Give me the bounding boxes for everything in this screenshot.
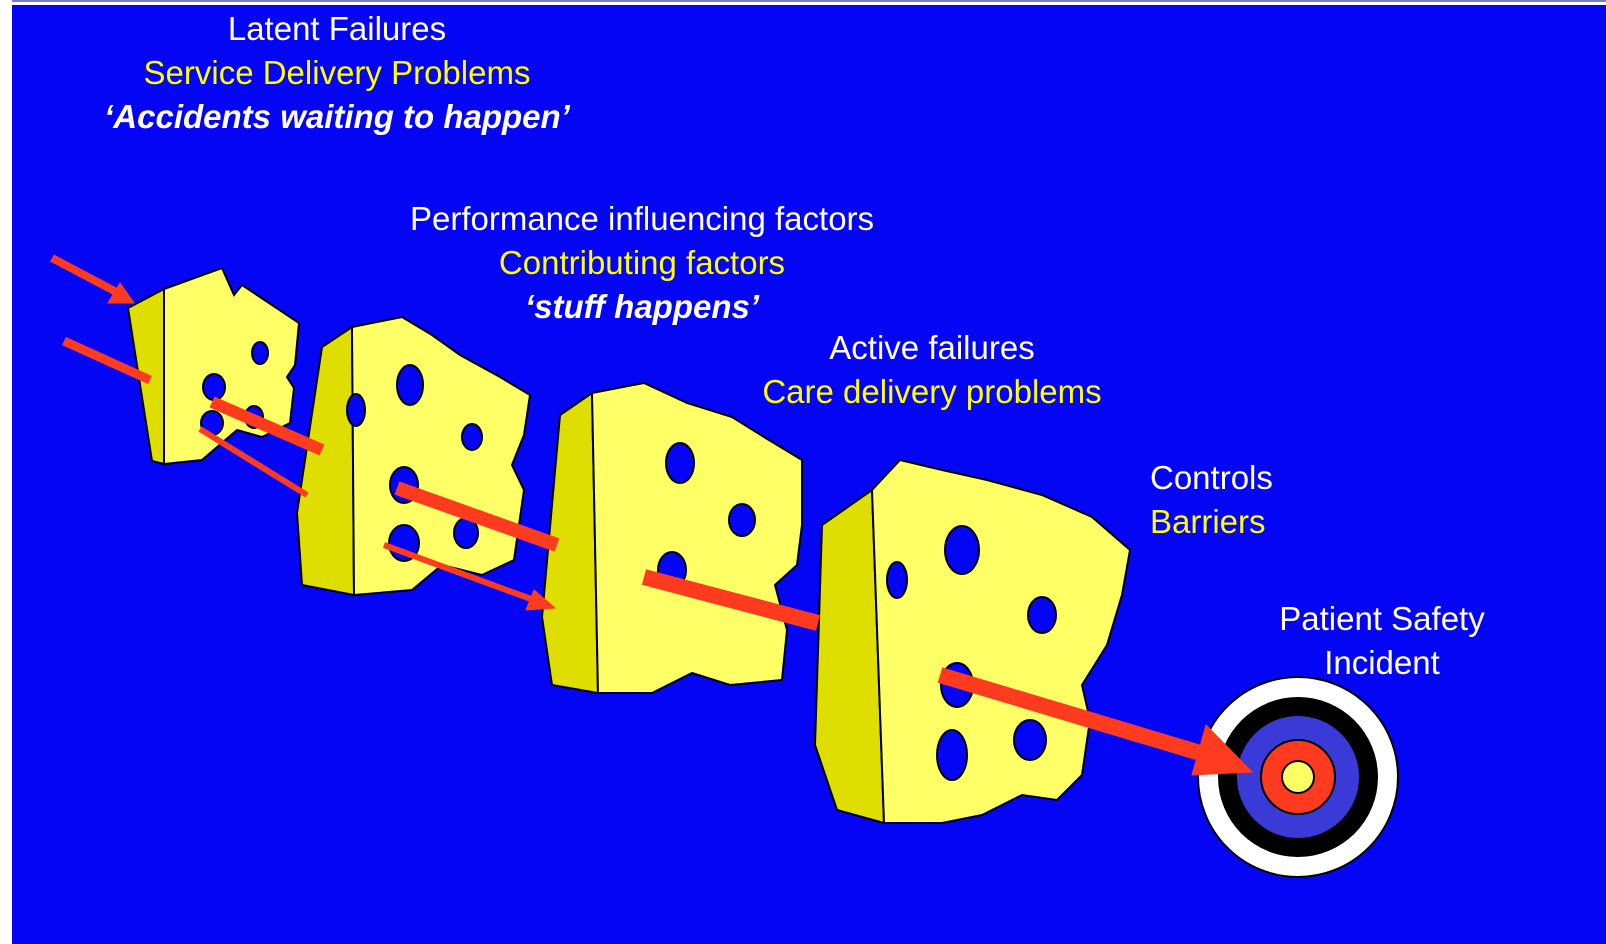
latent-failures-label: Latent Failures Service Delivery Problem… (32, 7, 642, 139)
arrow-2 (62, 336, 152, 385)
active-line-2: Care delivery problems (762, 373, 1102, 410)
controls-line-2: Barriers (1150, 503, 1266, 540)
top-border-accent (12, 0, 1606, 2)
cheese-slice-4 (813, 458, 1132, 825)
arrows (50, 254, 1254, 776)
target-bullseye (1197, 676, 1399, 878)
active-failures-label: Active failures Care delivery problems (702, 326, 1162, 414)
arrow-5 (394, 481, 560, 552)
performance-factors-label: Performance influencing factors Contribu… (332, 197, 952, 329)
arrow-6 (382, 542, 557, 611)
swiss-cheese-diagram (50, 254, 1399, 878)
performance-line-3: ‘stuff happens’ (524, 288, 760, 325)
top-border (0, 0, 1606, 5)
performance-line-1: Performance influencing factors (409, 200, 875, 237)
incident-line-2: Incident (1324, 644, 1440, 681)
arrow-3 (209, 396, 325, 456)
arrow-4 (198, 426, 309, 498)
slide-canvas: Latent Failures Service Delivery Problem… (12, 5, 1606, 944)
arrow-1 (50, 254, 135, 304)
arrow-7 (641, 569, 821, 631)
performance-line-2: Contributing factors (498, 244, 786, 281)
latent-line-2: Service Delivery Problems (143, 54, 531, 91)
controls-label: Controls Barriers (1150, 456, 1273, 544)
latent-line-1: Latent Failures (227, 10, 447, 47)
active-line-1: Active failures (829, 329, 1035, 366)
controls-line-1: Controls (1150, 459, 1273, 496)
cheese-slice-3 (540, 381, 803, 695)
patient-safety-incident-label: Patient Safety Incident (1232, 597, 1532, 685)
latent-line-3: ‘Accidents waiting to happen’ (104, 98, 570, 135)
arrow-8 (937, 667, 1254, 776)
incident-line-1: Patient Safety (1279, 600, 1485, 637)
